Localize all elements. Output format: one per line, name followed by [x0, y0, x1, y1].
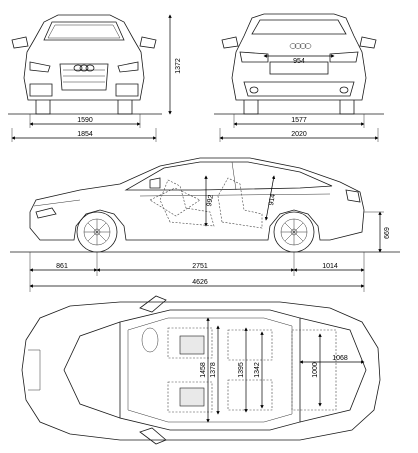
rear-overhang-label: 1014 [322, 263, 338, 270]
rear-width-label: 2020 [291, 131, 307, 138]
front-seat-width-b-label: 1378 [210, 362, 217, 378]
length-label: 4626 [192, 279, 208, 286]
rear-upper-width-label: 954 [293, 58, 305, 65]
rear-seat-width-b-label: 1342 [254, 362, 261, 378]
trunk-length-label: 1068 [332, 355, 348, 362]
front-seat-width-label: 1458 [200, 362, 207, 378]
ground-height-label: 669 [384, 227, 391, 239]
trunk-width-label: 1000 [312, 362, 319, 378]
front-view [8, 14, 162, 115]
front-track-label: 1590 [77, 117, 93, 124]
rear-seat-width-label: 1395 [238, 362, 245, 378]
top-view [21, 295, 381, 445]
rear-track-label: 1577 [291, 117, 307, 124]
seat-height-rear-label: 914 [268, 193, 277, 206]
side-view [10, 157, 400, 253]
front-height-label: 1372 [175, 58, 182, 74]
front-width-label: 1854 [77, 131, 93, 138]
rear-view [214, 13, 384, 115]
seat-height-front-label: 992 [206, 194, 215, 207]
front-overhang-label: 861 [56, 263, 68, 270]
wheelbase-label: 2751 [192, 263, 208, 270]
